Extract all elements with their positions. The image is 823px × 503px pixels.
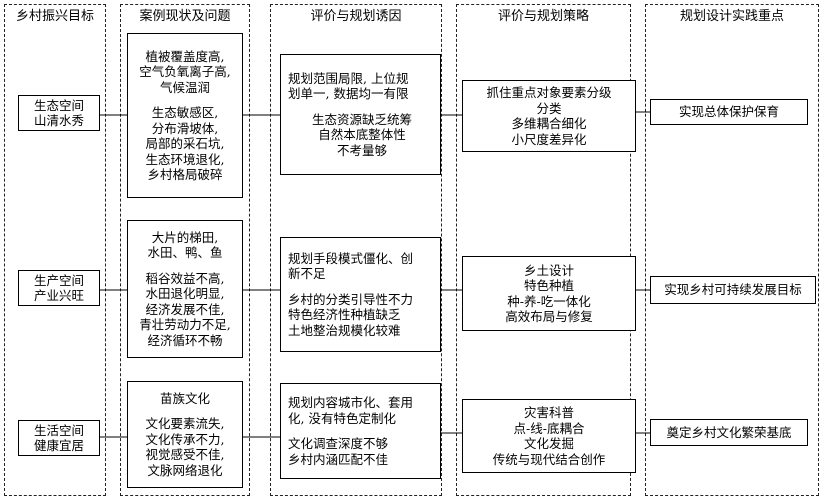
goal-line: 健康宜居 bbox=[33, 438, 84, 453]
status-text: 生态敏感区, 分布滑坡体, 局部的采石坑, 生态环境退化, 乡村格局破碎 bbox=[145, 105, 225, 182]
column-strategies: 评价与规划策略 bbox=[456, 4, 631, 496]
cause-box-living: 规划内容城市化、套用 化, 没有特色定制化 文化调查深度不够 乡村内涵匹配不佳 bbox=[280, 383, 441, 479]
goal-line: 产业兴旺 bbox=[33, 288, 84, 303]
status-box-living: 苗族文化 文化要素流失, 文化传承不力, 视觉感受不佳, 文脉网络退化 bbox=[127, 381, 243, 488]
goal-box-ecology: 生态空间 山清水秀 bbox=[18, 95, 100, 131]
focus-text: 实现乡村可持续发展目标 bbox=[664, 282, 802, 298]
goal-box-living: 生活空间 健康宜居 bbox=[18, 420, 100, 456]
cause-text: 文化调查深度不够 乡村内涵匹配不佳 bbox=[288, 436, 389, 467]
status-box-production: 大片的梯田, 水田、鸭、鱼 稻谷效益不高, 水田退化明显, 经济发展不佳, 青壮… bbox=[127, 220, 243, 358]
goal-line: 生活空间 bbox=[33, 422, 84, 438]
strategy-text: 抓住重点对象要素分级 分类 多维耦合细化 小尺度差异化 bbox=[486, 85, 612, 147]
cause-text: 生态资源缺乏统筹 自然本底整体性 不考量够 bbox=[311, 111, 412, 158]
column-title-causes: 评价与规划诱因 bbox=[310, 9, 402, 24]
column-focus: 规划设计实践重点 bbox=[645, 4, 819, 496]
status-text: 植被覆盖度高, 空气负氧离子高, 气候温润 bbox=[139, 48, 231, 95]
focus-box-living: 奠定乡村文化繁荣基底 bbox=[650, 419, 808, 446]
status-text: 稻谷效益不高, 水田退化明显, 经济发展不佳, 青壮劳动力不足, 经济循环不畅 bbox=[139, 270, 231, 348]
strategy-text: 乡土设计 特色种植 种-养-吃一体化 高效布局与修复 bbox=[505, 262, 593, 325]
strategy-box-living: 灾害科普 点-线-底耦合 文化发掘 传统与现代结合创作 bbox=[462, 399, 636, 473]
cause-text: 规划手段模式僵化、创 新不足 bbox=[288, 250, 414, 282]
column-title-strategies: 评价与规划策略 bbox=[497, 9, 589, 24]
column-causes: 评价与规划诱因 bbox=[270, 4, 442, 496]
status-text: 大片的梯田, 水田、鸭、鱼 bbox=[147, 229, 223, 261]
goal-line: 生产空间 bbox=[33, 272, 84, 288]
column-status: 案例现状及问题 bbox=[120, 4, 250, 496]
status-text: 苗族文化 bbox=[159, 390, 210, 406]
strategy-box-ecology: 抓住重点对象要素分级 分类 多维耦合细化 小尺度差异化 bbox=[462, 80, 636, 152]
cause-text: 乡村的分类引导性不力 特色经济性种植缺乏 土地整治规模化较难 bbox=[288, 291, 414, 338]
status-text: 文化要素流失, 文化传承不力, 视觉感受不佳, 文脉网络退化 bbox=[145, 416, 225, 478]
cause-text: 规划范围局限, 上位规 划单一, 数据均一有限 bbox=[288, 70, 409, 102]
cause-box-ecology: 规划范围局限, 上位规 划单一, 数据均一有限 生态资源缺乏统筹 自然本底整体性… bbox=[280, 54, 441, 175]
strategy-box-production: 乡土设计 特色种植 种-养-吃一体化 高效布局与修复 bbox=[462, 256, 636, 331]
cause-box-production: 规划手段模式僵化、创 新不足 乡村的分类引导性不力 特色经济性种植缺乏 土地整治… bbox=[280, 237, 441, 352]
column-title-focus: 规划设计实践重点 bbox=[679, 9, 784, 24]
column-title-goals: 乡村振兴目标 bbox=[15, 9, 94, 24]
goal-line: 生态空间 bbox=[33, 97, 84, 113]
goal-line: 山清水秀 bbox=[33, 113, 84, 128]
focus-box-ecology: 实现总体保护保育 bbox=[650, 99, 808, 125]
column-goals: 乡村振兴目标 bbox=[4, 4, 106, 496]
cause-text: 规划内容城市化、套用 化, 没有特色定制化 bbox=[288, 395, 414, 426]
focus-text: 实现总体保护保育 bbox=[678, 104, 779, 120]
status-box-ecology: 植被覆盖度高, 空气负氧离子高, 气候温润 生态敏感区, 分布滑坡体, 局部的采… bbox=[127, 33, 243, 198]
strategy-text: 灾害科普 点-线-底耦合 文化发掘 传统与现代结合创作 bbox=[492, 405, 606, 467]
focus-box-production: 实现乡村可持续发展目标 bbox=[650, 276, 816, 304]
goal-box-production: 生产空间 产业兴旺 bbox=[18, 270, 100, 306]
focus-text: 奠定乡村文化繁荣基底 bbox=[666, 424, 792, 440]
column-title-status: 案例现状及问题 bbox=[139, 9, 231, 24]
